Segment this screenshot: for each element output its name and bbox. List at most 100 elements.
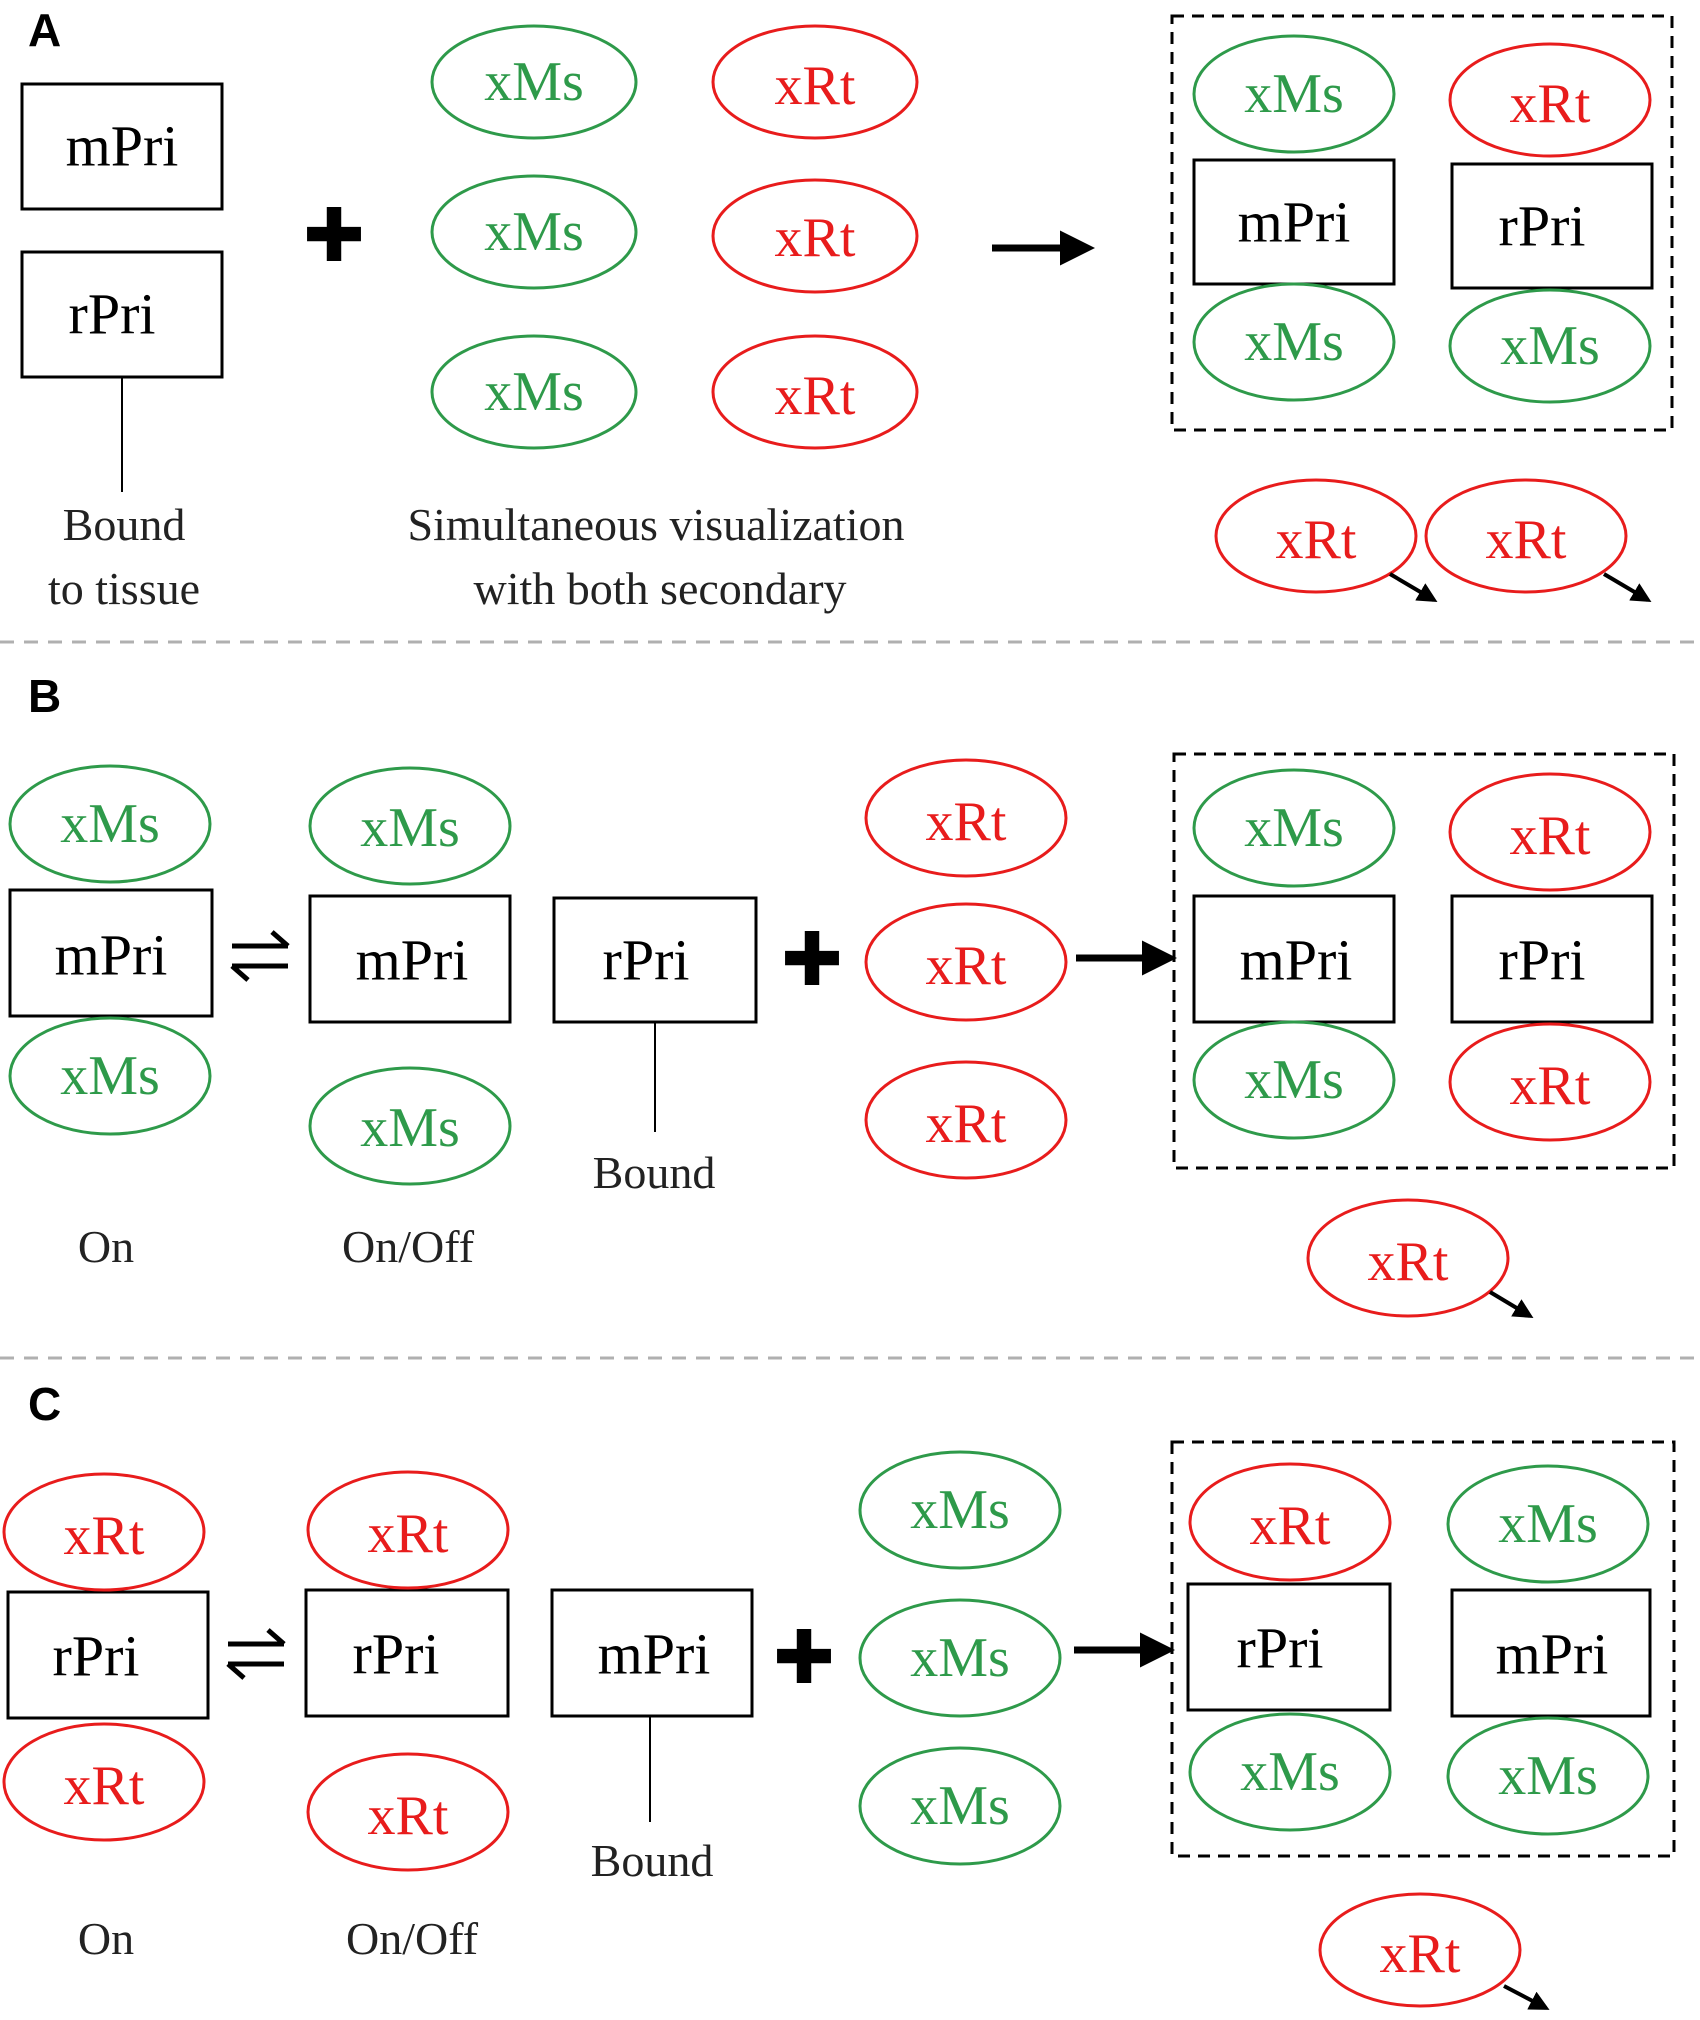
primary-box-rpri bbox=[1450, 162, 1654, 290]
ellipse-label: xRt bbox=[1510, 1055, 1591, 1117]
ellipse-label: xRt bbox=[775, 207, 856, 269]
panel-b: mPri xMs xMs On mPri xMs xMs On/Off rPri… bbox=[8, 752, 1676, 1319]
ellipse-xrt bbox=[711, 178, 919, 294]
box-label: mPri bbox=[356, 928, 469, 993]
plus-icon: ✚ bbox=[303, 193, 365, 279]
box-label: mPri bbox=[598, 1622, 711, 1687]
ellipse-xrt bbox=[864, 902, 1068, 1022]
caption-simultaneous: Simultaneous visualization bbox=[408, 499, 905, 550]
ellipse-xrt bbox=[1214, 478, 1418, 594]
ellipse-label: xMs bbox=[910, 1775, 1010, 1837]
ellipse-label: xRt bbox=[64, 1505, 145, 1567]
ellipse-label: xMs bbox=[1244, 311, 1344, 373]
caption-on-off: On/Off bbox=[342, 1221, 475, 1272]
ellipse-label: xRt bbox=[926, 1093, 1007, 1155]
ellipse-label: xMs bbox=[484, 51, 584, 113]
ellipse-label: xMs bbox=[484, 361, 584, 423]
primary-box-rpri bbox=[304, 1588, 510, 1718]
primary-box-mpri bbox=[1192, 158, 1396, 286]
ellipse-xrt bbox=[1424, 478, 1628, 594]
ellipse-xms bbox=[1192, 282, 1396, 402]
ellipse-xrt bbox=[1306, 1198, 1510, 1318]
caption-to-tissue: to tissue bbox=[48, 563, 200, 614]
ellipse-xms bbox=[1448, 288, 1652, 404]
ellipse-xms bbox=[858, 1450, 1062, 1570]
caption-on: On bbox=[78, 1913, 134, 1964]
ellipse-xrt bbox=[1448, 772, 1652, 892]
ellipse-label: xMs bbox=[1244, 63, 1344, 125]
ellipse-label: xRt bbox=[775, 365, 856, 427]
panel-label-a: A bbox=[28, 4, 61, 56]
ellipse-label: xRt bbox=[368, 1785, 449, 1847]
ellipse-xms bbox=[430, 24, 638, 140]
ellipse-xms bbox=[858, 1598, 1062, 1718]
complex-outline bbox=[1170, 1440, 1676, 1858]
primary-box-rpri bbox=[6, 1590, 210, 1720]
panel-a: mPri rPri Bound to tissue ✚ xMs xMs xMs … bbox=[20, 14, 1674, 614]
ellipse-xms bbox=[1188, 1712, 1392, 1832]
ellipse-label: xRt bbox=[1250, 1495, 1331, 1557]
ellipse-label: xRt bbox=[926, 935, 1007, 997]
primary-box-mpri bbox=[8, 888, 214, 1018]
ellipse-xrt bbox=[864, 758, 1068, 878]
box-label: rPri bbox=[1499, 194, 1586, 259]
ellipse-label: xMs bbox=[360, 797, 460, 859]
ellipse-label: xRt bbox=[1510, 805, 1591, 867]
primary-box-rpri bbox=[1450, 894, 1654, 1024]
caption-bound: Bound bbox=[593, 1147, 716, 1198]
ellipse-xms bbox=[8, 764, 212, 884]
ellipse-xrt bbox=[306, 1470, 510, 1590]
box-label: mPri bbox=[1238, 190, 1351, 255]
wash-arrow bbox=[1488, 1290, 1534, 1319]
ellipse-xrt bbox=[1448, 42, 1652, 158]
ellipse-label: xMs bbox=[1240, 1741, 1340, 1803]
equilibrium-arrow-icon bbox=[226, 1628, 286, 1680]
ellipse-xrt bbox=[306, 1752, 510, 1872]
ellipse-label: xMs bbox=[1500, 315, 1600, 377]
box-label: mPri bbox=[1496, 1622, 1609, 1687]
ellipse-label: xRt bbox=[368, 1503, 449, 1565]
primary-box-rpri bbox=[552, 896, 758, 1024]
panel-label-c: C bbox=[28, 1378, 61, 1430]
ellipse-xms bbox=[1446, 1716, 1650, 1836]
ellipse-label: xMs bbox=[360, 1097, 460, 1159]
ellipse-xrt bbox=[864, 1060, 1068, 1180]
ellipse-xrt bbox=[1188, 1462, 1392, 1582]
ellipse-label: xMs bbox=[60, 1045, 160, 1107]
ellipse-xms bbox=[1192, 34, 1396, 154]
primary-box-mpri bbox=[1192, 894, 1396, 1024]
ellipse-xms bbox=[1192, 768, 1396, 888]
ellipse-label: xRt bbox=[1510, 73, 1591, 135]
ellipse-xms bbox=[1192, 1020, 1396, 1140]
primary-box-mpri bbox=[20, 82, 224, 211]
box-label: rPri bbox=[53, 1624, 140, 1689]
ellipse-xms bbox=[308, 766, 512, 886]
primary-box-rpri bbox=[1186, 1582, 1392, 1712]
box-label: rPri bbox=[1499, 928, 1586, 993]
ellipse-xrt bbox=[1318, 1892, 1522, 2008]
box-label: mPri bbox=[55, 923, 168, 988]
ellipse-xrt bbox=[2, 1472, 206, 1592]
equilibrium-arrow-icon bbox=[230, 930, 290, 982]
box-label: mPri bbox=[1240, 928, 1353, 993]
wash-arrow bbox=[1388, 572, 1438, 603]
primary-box-mpri bbox=[308, 894, 512, 1024]
plus-icon: ✚ bbox=[781, 917, 843, 1003]
box-label: mPri bbox=[66, 114, 179, 179]
ellipse-label: xRt bbox=[1368, 1231, 1449, 1293]
ellipse-xrt bbox=[711, 334, 919, 450]
ellipse-xms bbox=[8, 1016, 212, 1136]
plus-icon: ✚ bbox=[773, 1615, 835, 1701]
caption-on: On bbox=[78, 1221, 134, 1272]
caption-on-off: On/Off bbox=[346, 1913, 479, 1964]
complex-outline bbox=[1172, 752, 1676, 1170]
ellipse-label: xRt bbox=[926, 791, 1007, 853]
caption-bound: Bound bbox=[63, 499, 186, 550]
wash-arrow bbox=[1602, 572, 1652, 603]
ellipse-xrt bbox=[1448, 1022, 1652, 1142]
ellipse-xrt bbox=[2, 1722, 206, 1842]
ellipse-label: xRt bbox=[1276, 509, 1357, 571]
ellipse-label: xMs bbox=[484, 201, 584, 263]
ellipse-label: xMs bbox=[60, 793, 160, 855]
box-label: rPri bbox=[603, 928, 690, 993]
